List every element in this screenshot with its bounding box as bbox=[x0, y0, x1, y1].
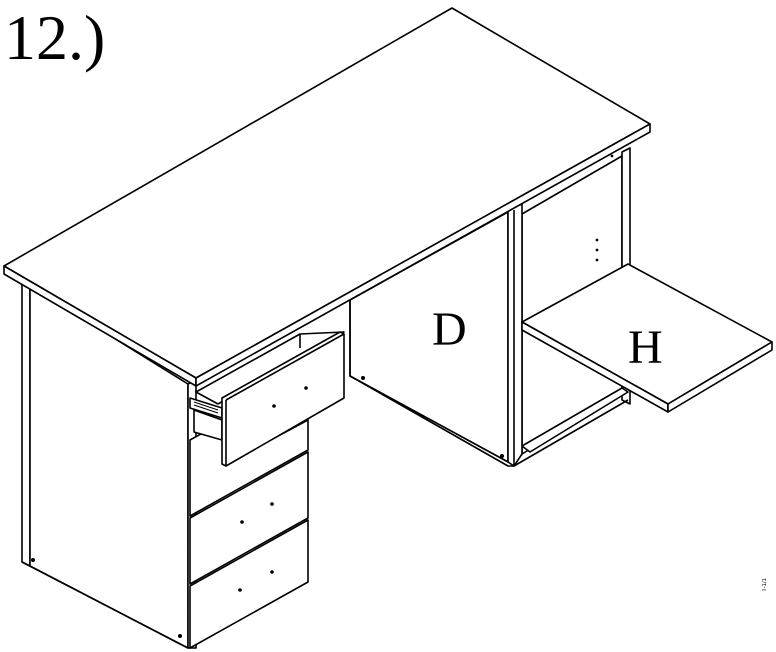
top-drawer bbox=[189, 331, 345, 467]
part-label-h: H bbox=[628, 321, 663, 374]
step-number-label: 12.) bbox=[4, 2, 106, 73]
footer-code: T-1/1 bbox=[762, 578, 768, 592]
drawer-front-middle bbox=[189, 451, 309, 585]
desk-top bbox=[3, 7, 651, 387]
part-label-d: D bbox=[432, 303, 467, 356]
shelf-h bbox=[521, 263, 773, 413]
drawer-front-lower bbox=[189, 519, 309, 649]
